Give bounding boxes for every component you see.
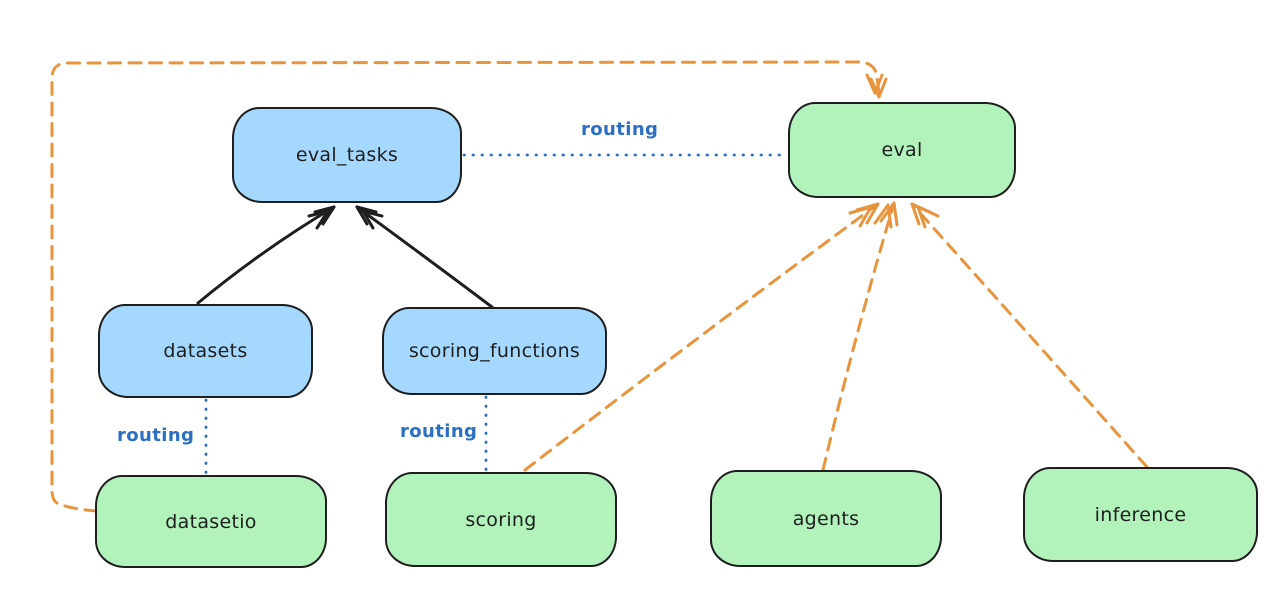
- node-agents: agents: [710, 470, 942, 567]
- node-datasets-label: datasets: [163, 340, 248, 362]
- node-datasets: datasets: [98, 304, 313, 398]
- edge-datasets-to-eval-tasks: [196, 205, 336, 305]
- edge-agents-to-eval: [821, 201, 899, 472]
- edge-label-routing-datasets-datasetio: routing: [117, 425, 195, 446]
- node-scoring-label: scoring: [465, 508, 537, 531]
- edge-inference-to-eval: [910, 202, 1149, 469]
- node-eval-tasks-label: eval_tasks: [295, 144, 399, 166]
- node-scoring: scoring: [385, 472, 617, 567]
- edge-datasetio-to-eval: [50, 60, 888, 513]
- node-scoring-functions-label: scoring_functions: [408, 340, 581, 362]
- node-eval-tasks: eval_tasks: [232, 107, 462, 203]
- node-scoring-functions: scoring_functions: [382, 307, 607, 395]
- node-datasetio-label: datasetio: [165, 510, 257, 533]
- edge-label-routing-scoring-functions-scoring: routing: [400, 421, 478, 442]
- edge-label-routing-eval-tasks-eval: routing: [581, 119, 659, 140]
- node-inference-label: inference: [1094, 503, 1187, 526]
- edge-scoring-functions-to-eval-tasks: [355, 205, 494, 309]
- node-eval: eval: [788, 102, 1016, 198]
- node-inference: inference: [1023, 467, 1258, 562]
- node-agents-label: agents: [792, 507, 860, 530]
- node-datasetio: datasetio: [95, 475, 327, 568]
- edge-scoring-to-eval: [523, 202, 880, 472]
- node-eval-label: eval: [881, 139, 923, 161]
